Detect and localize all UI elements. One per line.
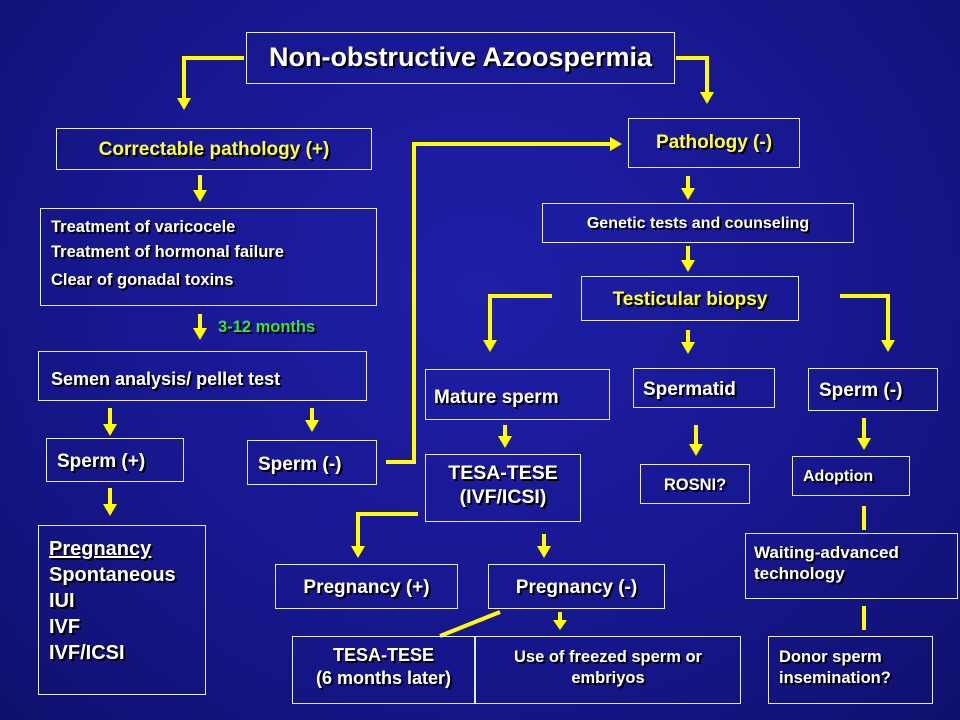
tesa-later-line2: (6 months later) (315, 667, 452, 688)
freezed-sperm-line1: Use of freezed sperm or (514, 648, 702, 666)
treatment-hormonal: Treatment of hormonal failure (51, 242, 284, 261)
semen-analysis-box: Semen analysis/ pellet test (38, 351, 367, 401)
arrowhead (610, 137, 622, 151)
sperm-negative-left-box: Sperm (-) (247, 440, 377, 485)
arrow-sperm-neg-to-pathology (386, 142, 612, 464)
pregnancy-option-iui: IUI (49, 590, 75, 612)
adoption-box: Adoption (792, 456, 910, 496)
mature-sperm-box: Mature sperm (425, 369, 610, 420)
testicular-biopsy-label: Testicular biopsy (612, 289, 768, 310)
arrowhead (103, 504, 117, 516)
spermatid-label: Spermatid (643, 379, 736, 400)
arrowhead (689, 444, 703, 456)
arrow-biopsy-to-mature (488, 294, 552, 342)
title-box: Non-obstructive Azoospermia (246, 32, 675, 84)
rosni-box: ROSNI? (640, 464, 750, 504)
pregnancy-option-ivf: IVF (49, 616, 81, 638)
genetic-tests-box: Genetic tests and counseling (542, 203, 854, 243)
waiting-technology-line1: Waiting-advanced (754, 543, 899, 562)
donor-sperm-box: Donor sperm insemination? (768, 636, 933, 704)
arrowhead (498, 436, 512, 448)
arrowhead (681, 342, 695, 354)
donor-sperm-line2: insemination? (779, 668, 891, 687)
pregnancy-option-ivf-icsi: IVF/ICSI (49, 642, 125, 664)
testicular-biopsy-box: Testicular biopsy (581, 276, 799, 321)
rosni-label: ROSNI? (663, 476, 727, 494)
pregnancy-option-spontaneous: Spontaneous (49, 564, 176, 586)
sperm-positive-box: Sperm (+) (46, 438, 184, 482)
correctable-pathology-box: Correctable pathology (+) (56, 128, 372, 170)
semen-analysis-label: Semen analysis/ pellet test (51, 369, 281, 389)
tesa-later-box: TESA-TESE (6 months later) (292, 636, 475, 704)
arrow-biopsy-to-sperm-neg (840, 294, 890, 342)
arrowhead (193, 328, 207, 340)
arrowhead (881, 340, 895, 352)
tesa-tese-box: TESA-TESE (IVF/ICSI) (425, 454, 581, 522)
arrow-preg-neg-to-tesa-later (439, 610, 501, 638)
arrowhead (177, 98, 191, 110)
treatment-varicocele: Treatment of varicocele (51, 218, 236, 236)
arrowhead (483, 340, 497, 352)
arrowhead (857, 438, 871, 450)
page-title: Non-obstructive Azoospermia (268, 42, 653, 72)
pregnancy-negative-label: Pregnancy (-) (515, 577, 638, 598)
spermatid-box: Spermatid (633, 368, 775, 408)
pregnancy-negative-box: Pregnancy (-) (488, 564, 665, 609)
tesa-later-line1: TESA-TESE (332, 645, 434, 665)
arrow-title-to-correctable (182, 56, 244, 100)
arrowhead (700, 92, 714, 104)
waiting-technology-line2: technology (754, 564, 845, 584)
sperm-negative-left-label: Sperm (-) (258, 454, 342, 475)
pregnancy-heading: Pregnancy (49, 538, 152, 560)
arrow-tesa-to-preg-pos (356, 512, 418, 548)
freezed-sperm-line2: embriyos (571, 668, 645, 687)
treatment-box: Treatment of varicocele Treatment of hor… (40, 208, 377, 306)
tesa-tese-line2: (IVF/ICSI) (459, 486, 547, 509)
mature-sperm-label: Mature sperm (434, 387, 559, 408)
arrowhead (351, 546, 365, 558)
pregnancy-positive-label: Pregnancy (+) (303, 577, 430, 598)
arrowhead (681, 260, 695, 272)
genetic-tests-label: Genetic tests and counseling (586, 215, 810, 232)
adoption-label: Adoption (803, 468, 874, 485)
duration-label: 3-12 months (218, 318, 316, 336)
arrowhead (553, 620, 567, 630)
freezed-sperm-box: Use of freezed sperm or embriyos (475, 636, 741, 704)
arrowhead (305, 420, 319, 432)
arrow-title-to-pathology (676, 56, 709, 94)
donor-sperm-line1: Donor sperm (779, 648, 882, 666)
sperm-negative-right-box: Sperm (-) (808, 368, 938, 411)
arrowhead (681, 188, 695, 200)
pathology-negative-label: Pathology (-) (655, 132, 773, 153)
pathology-negative-box: Pathology (-) (628, 118, 800, 168)
arrowhead (103, 424, 117, 436)
sperm-negative-right-label: Sperm (-) (819, 380, 903, 401)
treatment-toxins: Clear of gonadal toxins (51, 271, 234, 290)
arrowhead (193, 190, 207, 202)
pregnancy-positive-box: Pregnancy (+) (275, 564, 458, 609)
pregnancy-options-box: Pregnancy Spontaneous IUI IVF IVF/ICSI (38, 525, 206, 695)
tesa-tese-line1: TESA-TESE (448, 462, 558, 484)
correctable-pathology-label: Correctable pathology (+) (98, 139, 330, 160)
waiting-technology-box: Waiting-advanced technology (745, 533, 958, 599)
arrowhead (537, 546, 551, 558)
sperm-positive-label: Sperm (+) (57, 451, 146, 472)
